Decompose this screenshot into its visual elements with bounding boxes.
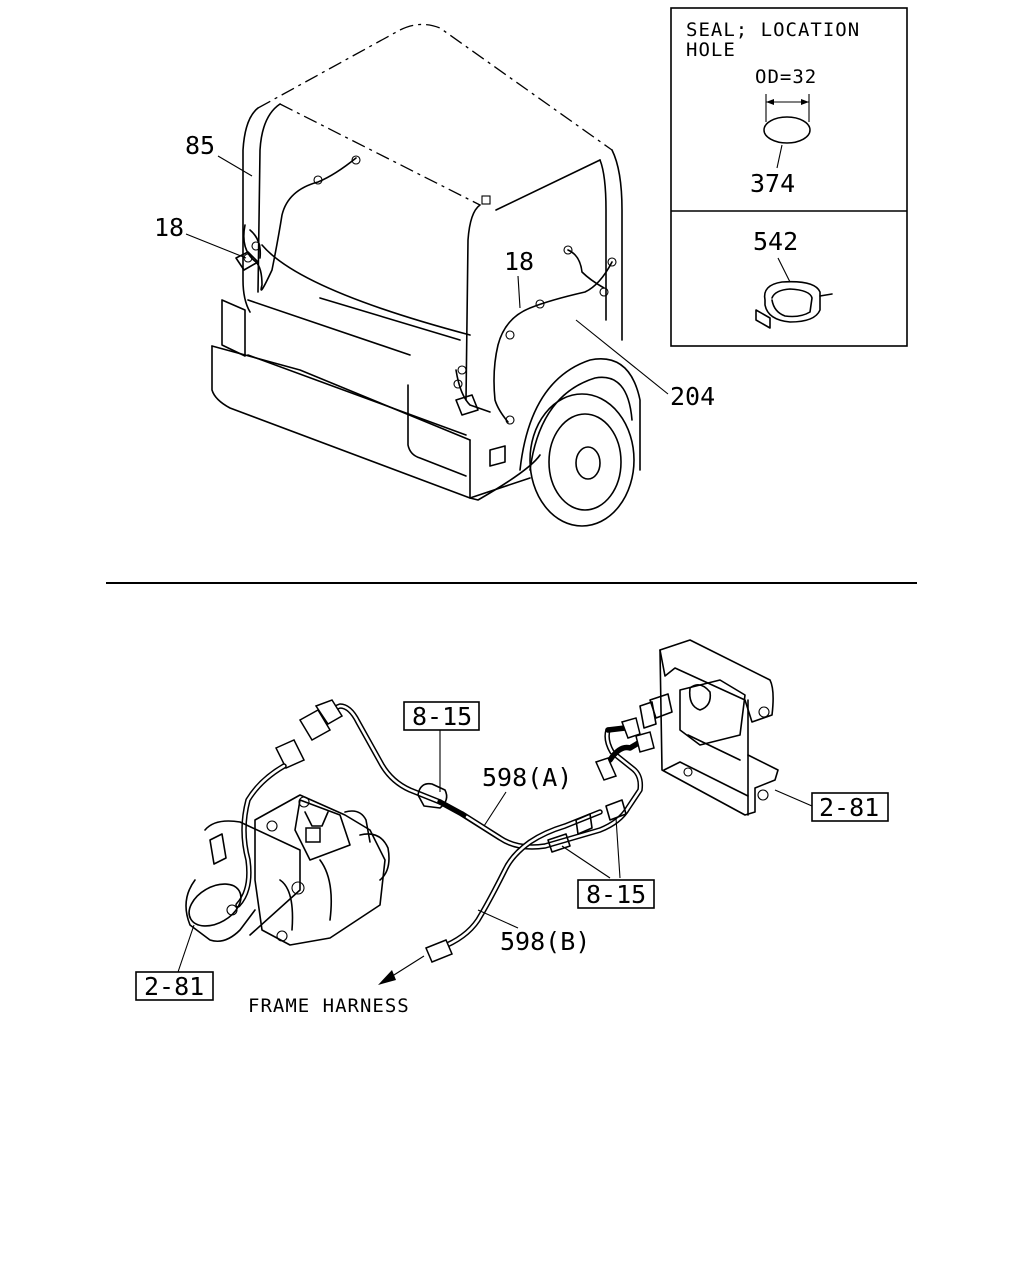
bracket-module [639, 639, 779, 816]
inset-title-line2: HOLE [686, 39, 736, 61]
lower-callouts: 8-15 598(A) 2-81 8-15 598(B) 2-81 FRAME … [135, 701, 889, 1017]
sensor-assembly [177, 699, 390, 973]
clip-icon [755, 280, 833, 329]
callout-85: 85 [185, 131, 215, 160]
part-542: 542 [753, 227, 798, 256]
od-dimension-label: OD=32 [755, 66, 817, 88]
cab-illustration [211, 23, 641, 527]
label-598b: 598(B) [500, 927, 590, 956]
cab-harness [235, 155, 617, 425]
inset-title-line1: SEAL; LOCATION [686, 19, 860, 41]
inset-box: SEAL; LOCATION HOLE OD=32 374 542 [670, 7, 908, 347]
callout-204: 204 [670, 382, 715, 411]
upper-callouts: 85 18 18 204 [154, 131, 715, 411]
frame-harness-label: FRAME HARNESS [248, 995, 410, 1017]
ref-2-81-left: 2-81 [144, 972, 204, 1001]
ref-8-15-top: 8-15 [412, 702, 472, 731]
part-374: 374 [750, 169, 795, 198]
callout-18-left: 18 [154, 213, 184, 242]
callout-18-right: 18 [504, 247, 534, 276]
label-598a: 598(A) [482, 763, 572, 792]
harness-598b [378, 799, 627, 985]
seal-icon [763, 116, 811, 144]
ref-2-81-right: 2-81 [819, 793, 879, 822]
ref-8-15-bottom: 8-15 [586, 880, 646, 909]
